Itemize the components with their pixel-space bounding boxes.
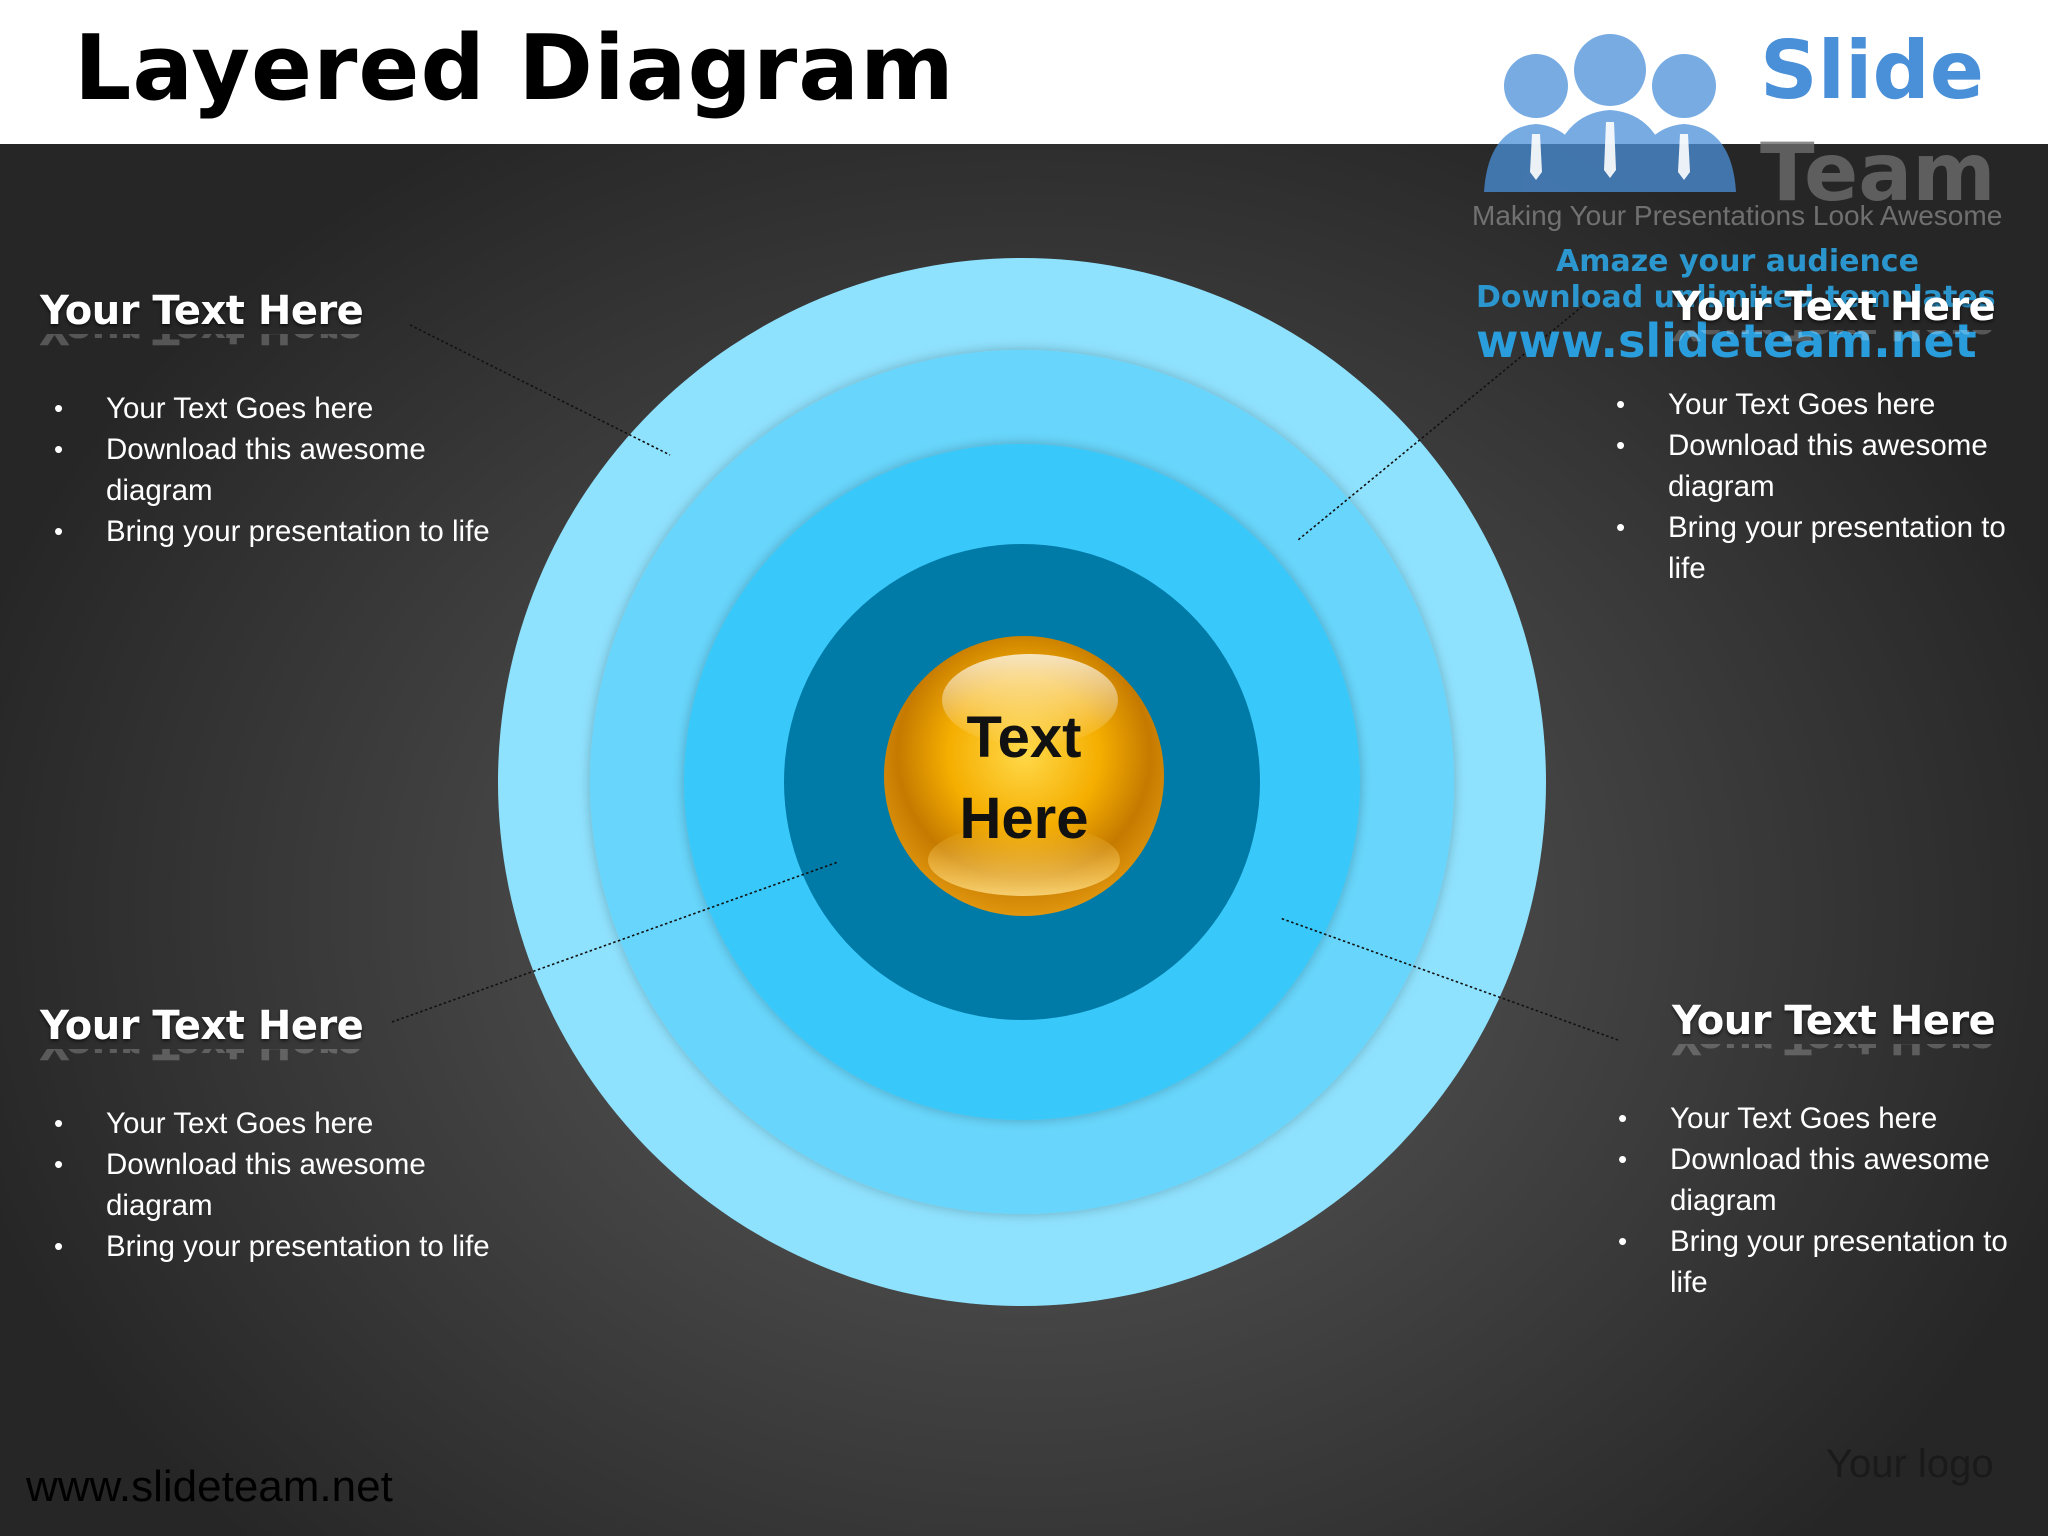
center-text-line2: Here xyxy=(960,786,1089,851)
center-orb: Text Here xyxy=(884,636,1164,916)
text-block-bottom-right: Your Text Here Your Text Here Your Text … xyxy=(1618,998,2032,1303)
heading-reflection: Your Text Here xyxy=(1672,1044,2032,1062)
logo-text-slide: Slide xyxy=(1760,24,1984,117)
logo-text-team: Team xyxy=(1760,126,1996,219)
bullet-item: Your Text Goes here xyxy=(40,388,510,429)
watermark-line2: Download unlimited templates xyxy=(1476,280,1996,315)
bullet-item: Download this awesome diagram xyxy=(40,429,510,511)
connector-top-left xyxy=(409,324,671,456)
bullet-item: Your Text Goes here xyxy=(1604,1098,2032,1139)
bullet-item: Bring your presentation to life xyxy=(40,1226,510,1267)
bullet-item: Your Text Goes here xyxy=(40,1103,510,1144)
bullet-item: Download this awesome diagram xyxy=(1604,1139,2032,1221)
connector-bottom-left xyxy=(391,861,839,1023)
bullet-item: Bring your presentation to life xyxy=(1602,507,2032,589)
block-heading: Your Text Here xyxy=(40,1003,364,1049)
bullet-item: Bring your presentation to life xyxy=(40,511,510,552)
bullet-list: Your Text Goes here Download this awesom… xyxy=(1602,384,2032,589)
bullet-item: Download this awesome diagram xyxy=(1602,425,2032,507)
text-block-bottom-left: Your Text Here Your Text Here Your Text … xyxy=(40,1003,510,1267)
logo-tagline: Making Your Presentations Look Awesome xyxy=(1472,200,2003,231)
bullet-item: Bring your presentation to life xyxy=(1604,1221,2032,1303)
bullet-item: Your Text Goes here xyxy=(1602,384,2032,425)
block-heading: Your Text Here xyxy=(1672,998,1996,1044)
footer-url[interactable]: www.slideteam.net xyxy=(26,1462,393,1511)
bullet-item: Download this awesome diagram xyxy=(40,1144,510,1226)
watermark-url: www.slideteam.net xyxy=(1476,314,1977,368)
heading-reflection: Your Text Here xyxy=(40,1049,510,1067)
watermark-line1: Amaze your audience xyxy=(1556,244,1919,279)
block-heading: Your Text Here xyxy=(1672,284,1996,330)
center-text-line1: Text xyxy=(967,705,1082,770)
text-block-top-right: Your Text Here Your Text Here Your Text … xyxy=(1616,284,2032,589)
logo-placeholder: Your logo xyxy=(1826,1442,1994,1486)
bullet-list: Your Text Goes here Download this awesom… xyxy=(40,388,510,552)
bullet-list: Your Text Goes here Download this awesom… xyxy=(40,1103,510,1267)
people-icon xyxy=(1484,34,1736,192)
slide-title: Layered Diagram xyxy=(74,16,955,121)
heading-reflection: Your Text Here xyxy=(40,334,510,352)
bullet-list: Your Text Goes here Download this awesom… xyxy=(1604,1098,2032,1303)
text-block-top-left: Your Text Here Your Text Here Your Text … xyxy=(40,288,510,552)
heading-reflection: Your Text Here xyxy=(1672,330,2032,348)
brand-logo: Slide Team Making Your Presentations Loo… xyxy=(1468,14,2028,368)
block-heading: Your Text Here xyxy=(40,288,364,334)
